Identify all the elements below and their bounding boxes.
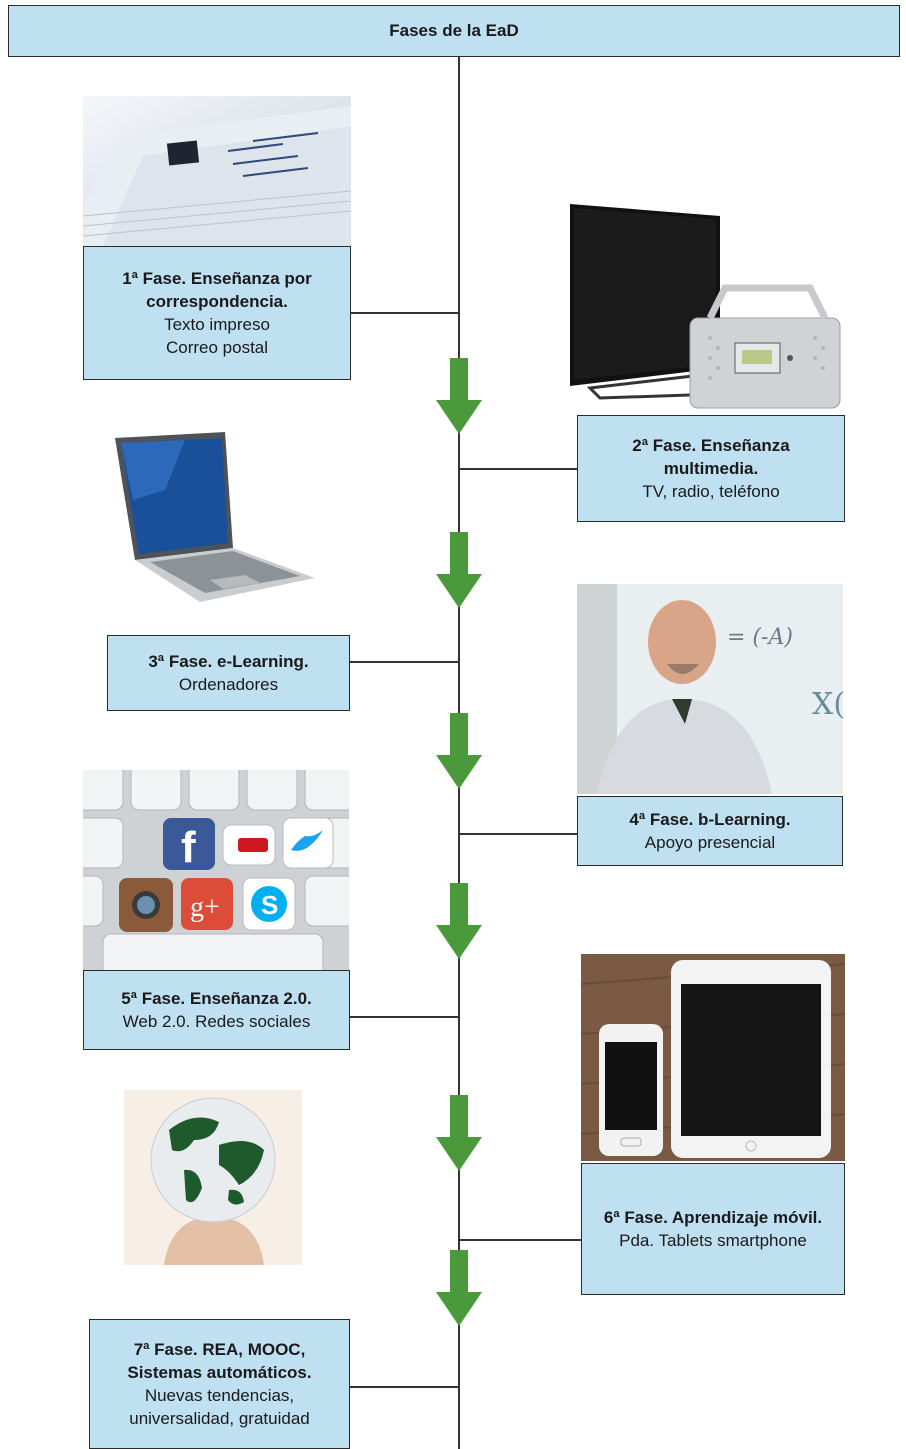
down-arrow-icon — [436, 883, 482, 959]
connector-phase-6 — [459, 1239, 581, 1241]
phase-2-detail: TV, radio, teléfono — [642, 482, 780, 501]
down-arrow-icon — [436, 1250, 482, 1326]
svg-text:= (-A): = (-A) — [727, 625, 793, 650]
envelopes-image — [83, 96, 351, 246]
phase-7-detail: universalidad, gratuidad — [129, 1409, 310, 1428]
phase-4-detail: Apoyo presencial — [644, 833, 776, 852]
phase-2-title: 2ª Fase. Enseñanza multimedia. — [632, 436, 790, 478]
svg-text:g+: g+ — [190, 892, 220, 923]
down-arrow-icon — [436, 713, 482, 789]
phase-1-detail: Texto impreso — [164, 315, 270, 334]
phase-6-box: 6ª Fase. Aprendizaje móvil. Pda. Tablets… — [581, 1163, 845, 1295]
connector-phase-5 — [350, 1016, 459, 1018]
phase-3-box: 3ª Fase. e-Learning. Ordenadores — [107, 635, 350, 711]
phase-4-box: 4ª Fase. b-Learning. Apoyo presencial — [577, 796, 843, 866]
social-keyboard-image: f g+ S — [83, 770, 349, 970]
svg-text:S: S — [261, 890, 278, 920]
tv-radio-image — [560, 198, 850, 413]
phase-7-detail: Nuevas tendencias, — [144, 1386, 295, 1405]
teacher-image: = (-A) X( — [577, 584, 843, 794]
phone-tablet-image — [581, 954, 845, 1161]
phase-5-detail: Web 2.0. Redes sociales — [122, 1012, 311, 1031]
phase-1-box: 1ª Fase. Enseñanza por correspondencia. … — [83, 246, 351, 380]
connector-phase-7 — [350, 1386, 459, 1388]
connector-phase-4 — [459, 833, 577, 835]
phase-4-title: 4ª Fase. b-Learning. — [629, 810, 791, 829]
phase-1-title: 1ª Fase. Enseñanza por correspondencia. — [122, 269, 312, 311]
phase-5-box: 5ª Fase. Enseñanza 2.0. Web 2.0. Redes s… — [83, 970, 350, 1050]
svg-text:X(: X( — [812, 687, 843, 722]
globe-head-image — [124, 1090, 302, 1265]
down-arrow-icon — [436, 532, 482, 608]
down-arrow-icon — [436, 358, 482, 434]
phase-1-detail: Correo postal — [165, 338, 269, 357]
phase-6-title: 6ª Fase. Aprendizaje móvil. — [603, 1208, 823, 1227]
phase-7-title: 7ª Fase. REA, MOOC, Sistemas automáticos… — [127, 1340, 312, 1382]
connector-phase-1 — [350, 312, 459, 314]
phase-7-box: 7ª Fase. REA, MOOC, Sistemas automáticos… — [89, 1319, 350, 1449]
phase-6-detail: Pda. Tablets smartphone — [619, 1231, 807, 1250]
connector-phase-3 — [350, 661, 459, 663]
phase-3-title: 3ª Fase. e-Learning. — [148, 652, 309, 671]
connector-phase-2 — [459, 468, 577, 470]
down-arrow-icon — [436, 1095, 482, 1171]
diagram-title: Fases de la EaD — [8, 5, 900, 57]
svg-text:f: f — [181, 823, 196, 872]
laptop-image — [105, 430, 320, 605]
phase-3-detail: Ordenadores — [178, 675, 279, 694]
phase-5-title: 5ª Fase. Enseñanza 2.0. — [121, 989, 312, 1008]
phase-2-box: 2ª Fase. Enseñanza multimedia. TV, radio… — [577, 415, 845, 522]
